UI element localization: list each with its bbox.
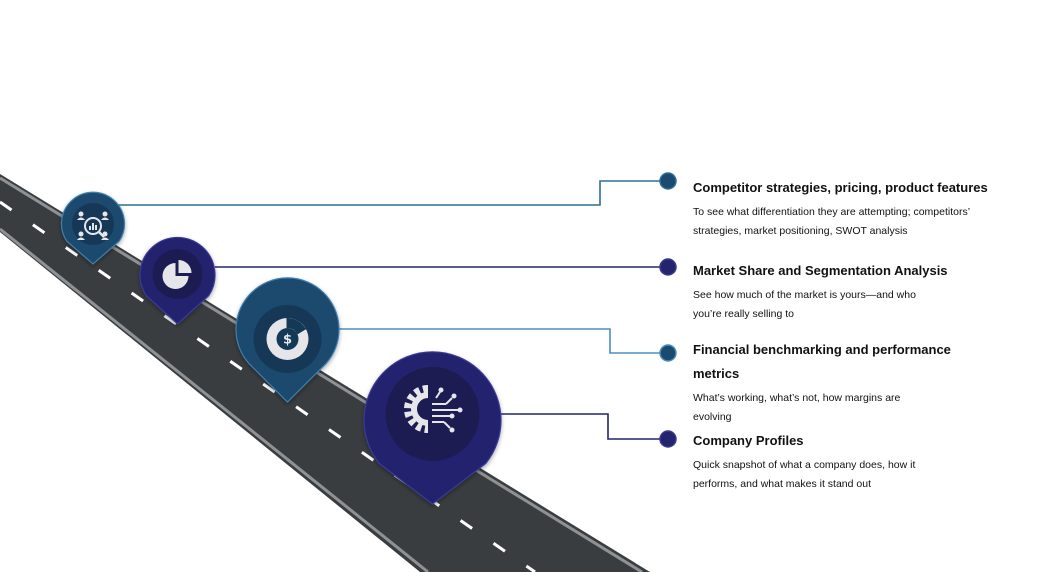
feature-title: Competitor strategies, pricing, product …: [693, 180, 988, 195]
people-analysis-icon: [77, 211, 109, 240]
connectors: [118, 180, 668, 440]
end-dot-1: [659, 172, 677, 190]
feature-title: Company Profiles: [693, 433, 804, 448]
road-edge-bottom: [0, 227, 429, 572]
end-dots: [659, 172, 677, 448]
feature-item-4: Company Profiles Quick snapshot of what …: [693, 429, 993, 494]
feature-item-1: Competitor strategies, pricing, product …: [693, 176, 993, 241]
feature-item-3: Financial benchmarking and performance m…: [693, 338, 993, 427]
pie-chart-icon: [162, 260, 192, 289]
connector-4: [498, 413, 668, 440]
feature-description: To see what differentiation they are att…: [693, 206, 970, 237]
feature-description: What’s working, what’s not, how margins …: [693, 392, 901, 423]
feature-item-2: Market Share and Segmentation Analysis S…: [693, 259, 993, 324]
feature-title: Market Share and Segmentation Analysis: [693, 263, 948, 278]
feature-description: Quick snapshot of what a company does, h…: [693, 459, 916, 490]
connector-3: [336, 328, 668, 354]
end-dot-2: [659, 258, 677, 276]
gear-circuit-icon: [404, 385, 463, 433]
svg-text:$: $: [283, 333, 292, 348]
connector-1: [118, 180, 668, 206]
feature-description: See how much of the market is yours—and …: [693, 289, 916, 320]
dollar-donut-icon: $: [266, 318, 309, 360]
map-pin-4: [363, 351, 502, 505]
end-dot-3: [659, 344, 677, 362]
lane-marking: [0, 200, 536, 572]
end-dot-4: [659, 430, 677, 448]
feature-title: Financial benchmarking and performance m…: [693, 342, 951, 381]
